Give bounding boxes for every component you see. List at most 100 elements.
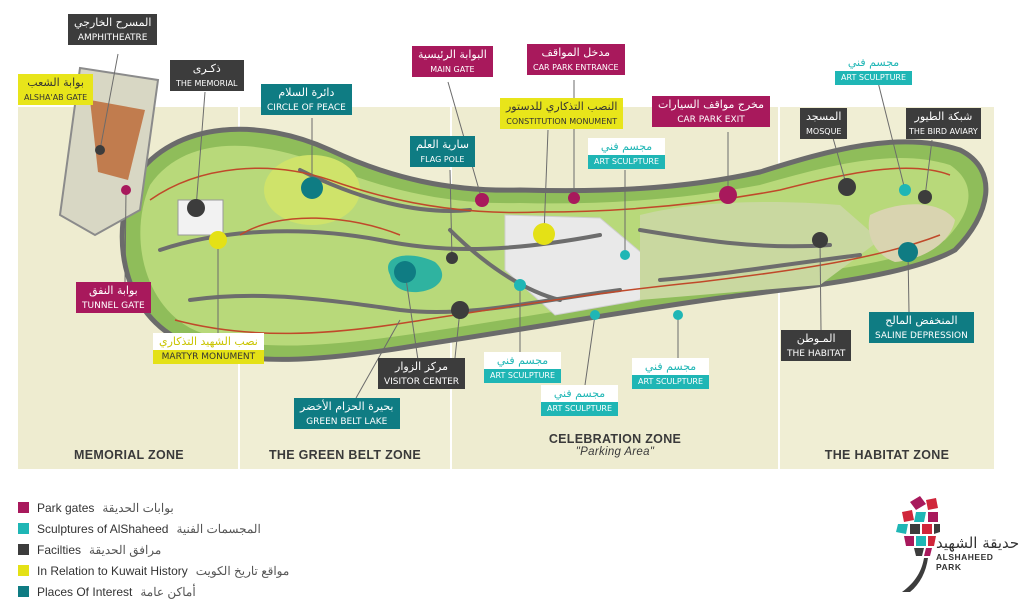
zone-celebration-subtitle: "Parking Area" bbox=[575, 446, 655, 458]
car-park-entrance-ar: مدخل المواقف bbox=[527, 44, 625, 61]
label-mosque[interactable]: المسجد MOSQUE bbox=[800, 108, 848, 139]
logo-english-name-line2: PARK bbox=[936, 562, 962, 572]
label-main-gate[interactable]: البوابة الرئيسية MAIN GATE bbox=[412, 46, 493, 77]
art-sculpture-marker-5 bbox=[899, 184, 911, 196]
martyr-monument-en: MARTYR MONUMENT bbox=[153, 350, 264, 364]
trail-network bbox=[149, 167, 951, 335]
label-art-sculpture-low1[interactable]: مجسم فني ART SCULPTURE bbox=[484, 352, 562, 383]
legend-swatch bbox=[18, 544, 29, 555]
art-sculpture-low1-ar: مجسم فني bbox=[484, 352, 562, 369]
amphitheatre-ar: المسرح الخارجي bbox=[68, 14, 158, 31]
zone-memorial: MEMORIAL ZONE bbox=[74, 448, 184, 462]
mosque-ar: المسجد bbox=[800, 108, 848, 125]
green-belt-lake-en: GREEN BELT LAKE bbox=[294, 415, 400, 429]
mosque-marker bbox=[838, 178, 856, 196]
zone-green-belt: THE GREEN BELT ZONE bbox=[268, 448, 421, 462]
legend-label-ar: مرافق الحديقة bbox=[89, 542, 162, 557]
green-belt-lake-ar: بحيرة الحزام الأخضر bbox=[294, 398, 400, 415]
legend-item-park-gates: Park gates بوابات الحديقة bbox=[18, 497, 289, 518]
mosque-en: MOSQUE bbox=[800, 125, 848, 139]
the-habitat-ar: المـوطن bbox=[781, 330, 852, 347]
label-car-park-entrance[interactable]: مدخل المواقف CAR PARK ENTRANCE bbox=[527, 44, 625, 75]
zone-celebration: CELEBRATION ZONE "Parking Area" bbox=[452, 432, 778, 458]
main-gate-ar: البوابة الرئيسية bbox=[412, 46, 493, 63]
label-martyr-monument[interactable]: نصب الشهيد التذكاري MARTYR MONUMENT bbox=[153, 333, 264, 364]
label-car-park-exit[interactable]: مخرج مواقف السيارات CAR PARK EXIT bbox=[652, 96, 771, 127]
art-sculpture-mid-en: ART SCULPTURE bbox=[588, 155, 666, 169]
label-alshaab-gate[interactable]: بوابة الشعب ALSHA'AB GATE bbox=[18, 74, 94, 105]
label-saline-depression[interactable]: المنخفض المالح SALINE DEPRESSION bbox=[869, 312, 974, 343]
label-tunnel-gate[interactable]: بوابة النفق TUNNEL GATE bbox=[76, 282, 151, 313]
legend-swatch bbox=[18, 586, 29, 597]
art-sculpture-marker-4 bbox=[673, 310, 683, 320]
art-sculpture-top-ar: مجسم فني bbox=[835, 54, 913, 71]
alshaab-gate-en: ALSHA'AB GATE bbox=[18, 91, 94, 105]
legend-label-en: Facilties bbox=[37, 542, 82, 557]
legend-swatch bbox=[18, 565, 29, 576]
flag-pole-en: FLAG POLE bbox=[410, 153, 476, 167]
legend-label-ar: بوابات الحديقة bbox=[102, 500, 174, 515]
bird-aviary-en: THE BIRD AVIARY bbox=[906, 125, 981, 139]
label-art-sculpture-low2[interactable]: مجسم فني ART SCULPTURE bbox=[632, 358, 710, 389]
legend-swatch bbox=[18, 523, 29, 534]
circle-of-peace-ar: دائرة السلام bbox=[261, 84, 352, 101]
saline-depression-en: SALINE DEPRESSION bbox=[869, 329, 974, 343]
car-park-exit-marker bbox=[719, 186, 737, 204]
art-sculpture-low1-en: ART SCULPTURE bbox=[484, 369, 562, 383]
saline-depression-ar: المنخفض المالح bbox=[869, 312, 974, 329]
label-visitor-center[interactable]: مركز الزوار VISITOR CENTER bbox=[378, 358, 466, 389]
art-sculpture-marker-2 bbox=[620, 250, 630, 260]
legend-label-en: Sculptures of AlShaheed bbox=[37, 521, 169, 536]
visitor-center-en: VISITOR CENTER bbox=[378, 375, 466, 389]
label-memorial[interactable]: ذكـرى THE MEMORIAL bbox=[170, 60, 244, 91]
label-art-sculpture-mid[interactable]: مجسم فني ART SCULPTURE bbox=[588, 138, 666, 169]
label-constitution-monument[interactable]: النصب التذكاري للدستور CONSTITUTION MONU… bbox=[500, 98, 624, 129]
label-green-belt-lake[interactable]: بحيرة الحزام الأخضر GREEN BELT LAKE bbox=[294, 398, 400, 429]
legend-label-ar: أماكن عامة bbox=[140, 584, 196, 599]
art-sculpture-marker-1 bbox=[514, 279, 526, 291]
art-sculpture-low2-en: ART SCULPTURE bbox=[632, 375, 710, 389]
car-park-entrance-en: CAR PARK ENTRANCE bbox=[527, 61, 625, 75]
constitution-monument-en: CONSTITUTION MONUMENT bbox=[500, 115, 624, 129]
art-sculpture-low3-ar: مجسم فني bbox=[541, 385, 619, 402]
alshaheed-park-logo bbox=[896, 496, 940, 592]
legend-item-kuwait-history: In Relation to Kuwait History مواقع تاري… bbox=[18, 560, 289, 581]
label-art-sculpture-low3[interactable]: مجسم فني ART SCULPTURE bbox=[541, 385, 619, 416]
car-park-entrance-marker bbox=[568, 192, 580, 204]
tunnel-gate-ar: بوابة النفق bbox=[76, 282, 151, 299]
label-bird-aviary[interactable]: شبكة الطيور THE BIRD AVIARY bbox=[906, 108, 981, 139]
habitat-marker bbox=[812, 232, 828, 248]
logo-english-name-line1: ALSHAHEED bbox=[936, 552, 994, 562]
legend: Park gates بوابات الحديقة Sculptures of … bbox=[18, 497, 289, 602]
saline-depression-marker bbox=[898, 242, 918, 262]
alshaab-gate-ar: بوابة الشعب bbox=[18, 74, 94, 91]
legend-item-sculptures: Sculptures of AlShaheed المجسمات الفنية bbox=[18, 518, 289, 539]
flag-pole-ar: سارية العلم bbox=[410, 136, 476, 153]
legend-label-en: In Relation to Kuwait History bbox=[37, 563, 188, 578]
zone-celebration-title: CELEBRATION ZONE bbox=[548, 432, 682, 446]
label-art-sculpture-top[interactable]: مجسم فني ART SCULPTURE bbox=[835, 54, 913, 85]
label-flag-pole[interactable]: سارية العلم FLAG POLE bbox=[410, 136, 476, 167]
legend-item-places-of-interest: Places Of Interest أماكن عامة bbox=[18, 581, 289, 602]
tunnel-gate-en: TUNNEL GATE bbox=[76, 299, 151, 313]
label-the-habitat[interactable]: المـوطن THE HABITAT bbox=[781, 330, 852, 361]
flag-pole-marker bbox=[446, 252, 458, 264]
legend-label-en: Park gates bbox=[37, 500, 95, 515]
visitor-center-ar: مركز الزوار bbox=[378, 358, 466, 375]
martyr-monument-marker bbox=[209, 231, 227, 249]
constitution-monument-marker bbox=[533, 223, 555, 245]
memorial-marker bbox=[187, 199, 205, 217]
logo-mosaic-icon bbox=[896, 496, 940, 592]
legend-swatch bbox=[18, 502, 29, 513]
label-amphitheatre[interactable]: المسرح الخارجي AMPHITHEATRE bbox=[68, 14, 158, 45]
label-circle-of-peace[interactable]: دائرة السلام CIRCLE OF PEACE bbox=[261, 84, 352, 115]
saline-area bbox=[868, 204, 955, 262]
art-sculpture-low3-en: ART SCULPTURE bbox=[541, 402, 619, 416]
amphitheatre-seating bbox=[90, 100, 145, 180]
bird-aviary-ar: شبكة الطيور bbox=[906, 108, 981, 125]
the-habitat-en: THE HABITAT bbox=[781, 347, 852, 361]
art-sculpture-mid-ar: مجسم فني bbox=[588, 138, 666, 155]
art-sculpture-top-en: ART SCULPTURE bbox=[835, 71, 913, 85]
legend-label-ar: المجسمات الفنية bbox=[176, 521, 261, 536]
